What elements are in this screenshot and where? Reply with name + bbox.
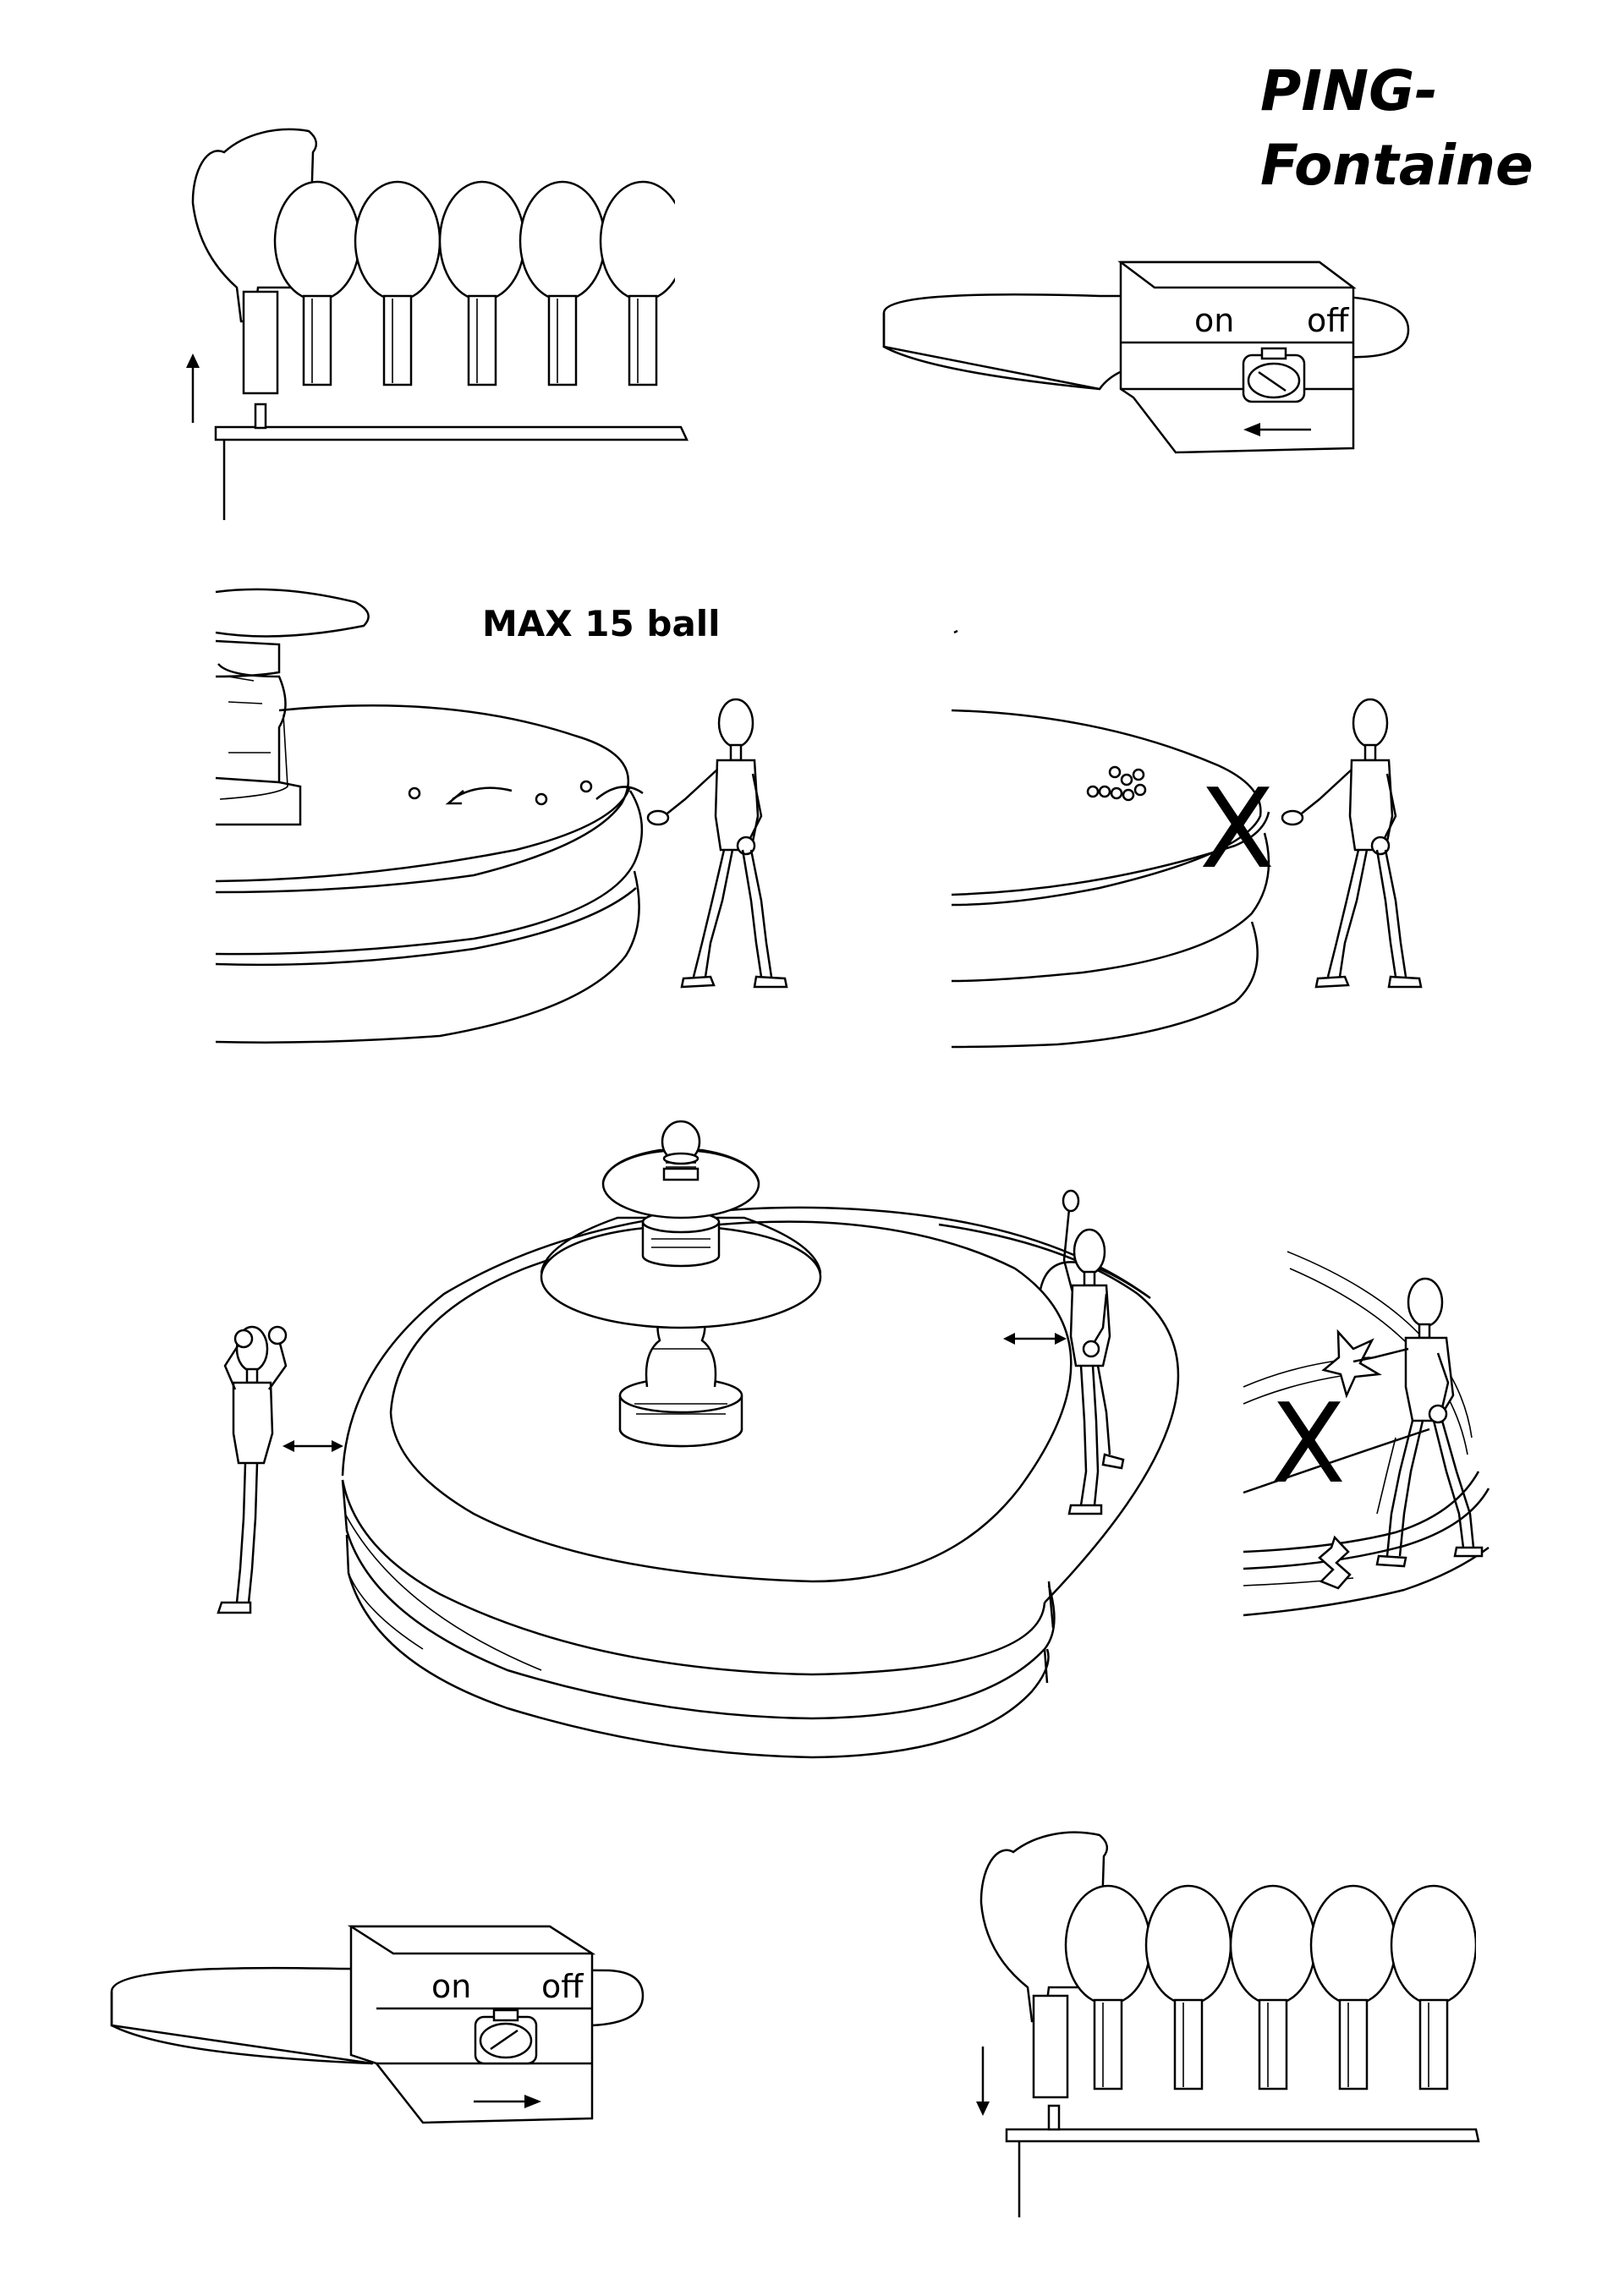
central-fountain (341, 1120, 1188, 1759)
prohibited-mark-2: X (1270, 1379, 1346, 1508)
fountain-push-scene (1243, 1251, 1490, 1617)
rack-peg (254, 403, 267, 430)
right-arrow-icon (474, 2095, 541, 2108)
switch-box-top: on off (882, 260, 1410, 454)
player-left (217, 1325, 288, 1614)
prohibited-mark-1: X (1199, 764, 1275, 893)
up-arrow-icon (186, 353, 200, 423)
down-arrow-icon (976, 2047, 990, 2116)
paddle-rack-bottom (979, 1831, 1488, 2217)
max-balls-note: MAX 15 ball (482, 603, 721, 644)
switch-off-label: off (1307, 302, 1349, 339)
switch-box-bottom: on off (110, 1925, 645, 2124)
left-arrow-icon (1243, 423, 1311, 436)
paddle-rack-top (191, 128, 689, 520)
impact-star-icon (1318, 1535, 1352, 1590)
title-line-2: Fontaine (1260, 133, 1533, 198)
fountain-stack-scene (951, 629, 1423, 1049)
title-line-1: PING- (1260, 58, 1438, 123)
switch-off-label: off (541, 1968, 584, 2005)
fountain-throw-scene (215, 588, 788, 1044)
switch-on-label: on (431, 1968, 471, 2005)
rack-peg (1047, 2104, 1061, 2131)
double-arrow-icon (1003, 1333, 1067, 1345)
impact-star-icon (1321, 1329, 1382, 1399)
double-arrow-icon (283, 1440, 343, 1452)
switch-on-label: on (1194, 302, 1234, 339)
